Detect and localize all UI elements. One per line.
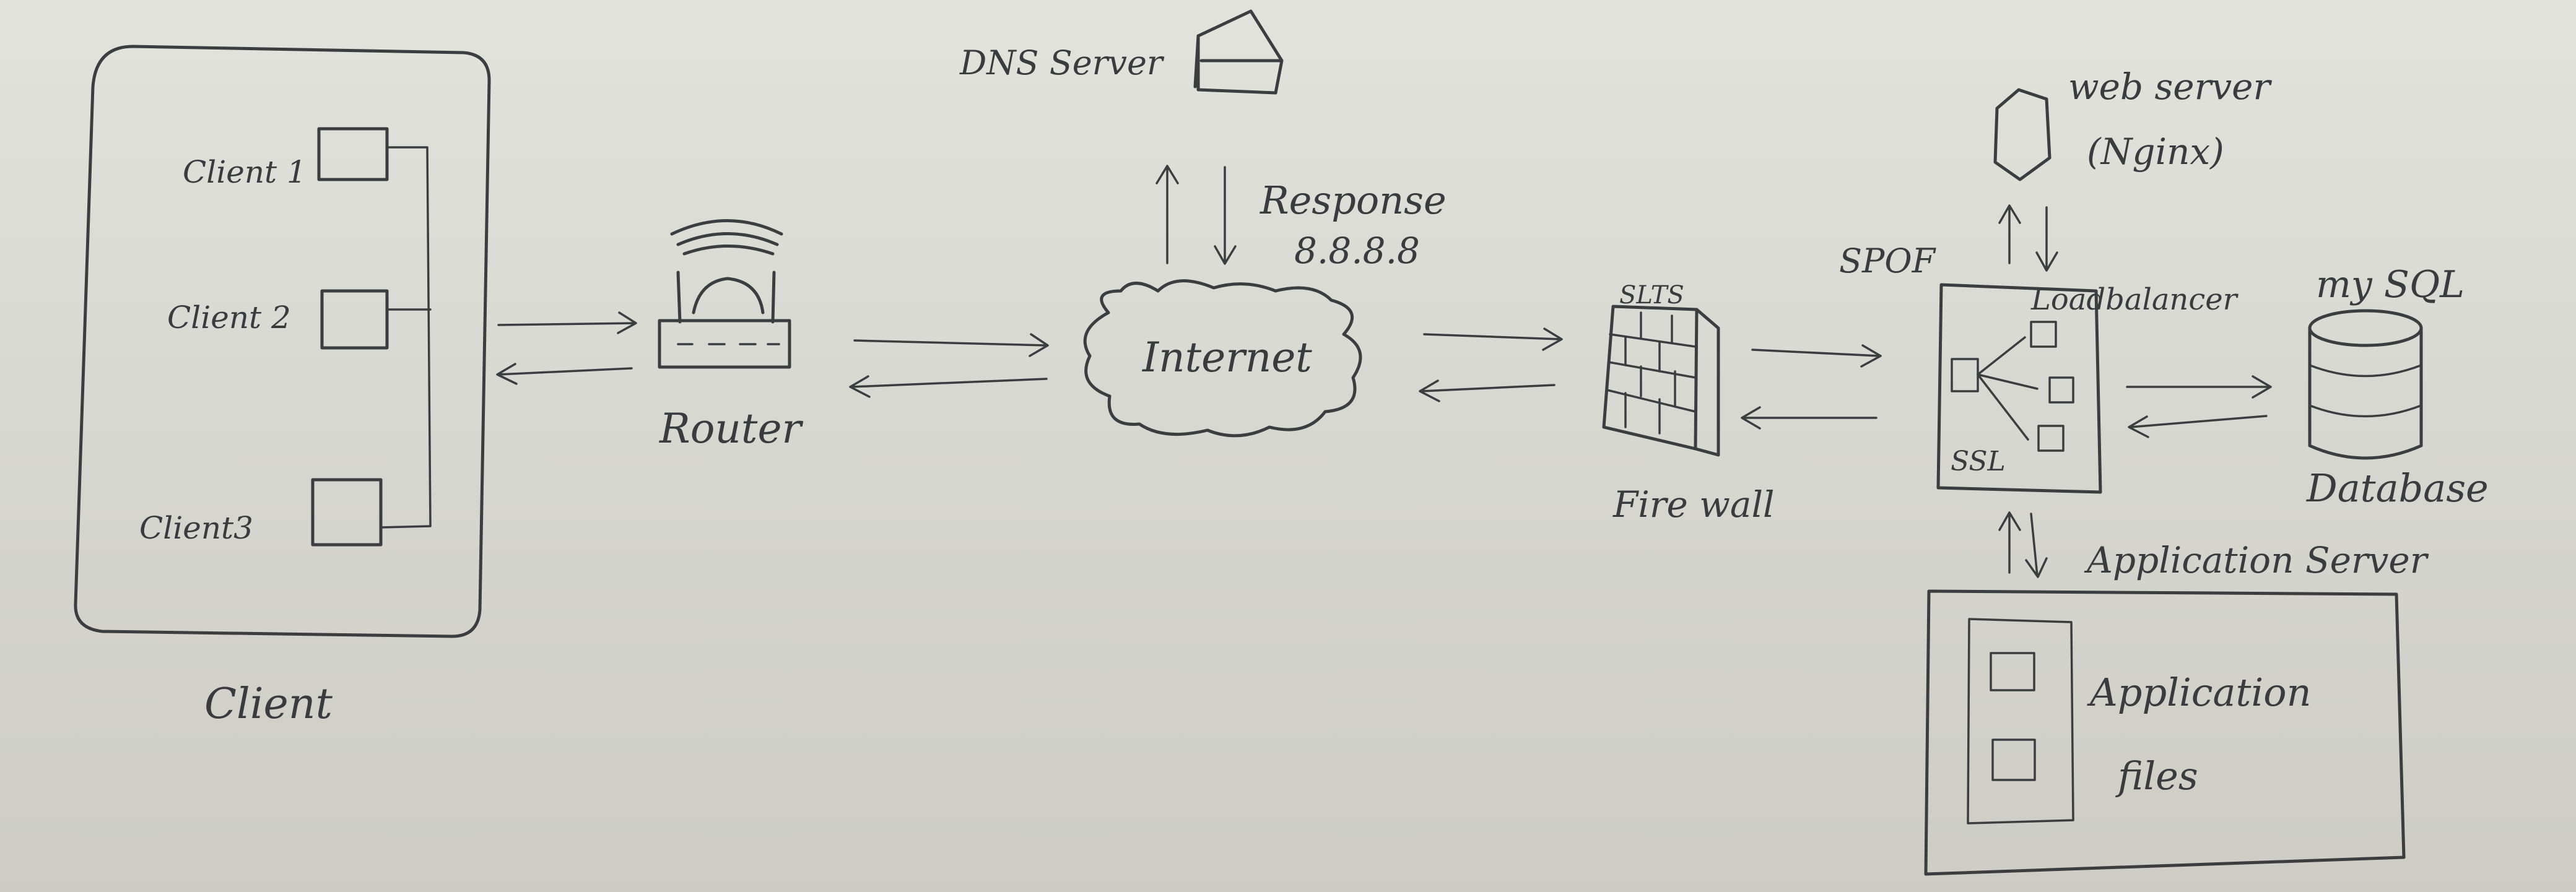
application-server: Application Server Application files (1924, 539, 2429, 876)
internet-firewall-arrows (1419, 327, 1563, 402)
cloud-icon (1083, 279, 1362, 438)
router-body-top (676, 271, 776, 324)
client-1-label: Client 1 (183, 154, 307, 190)
client-router-arrows (496, 311, 637, 385)
wifi-icon (670, 219, 783, 256)
router-internet-arrows (849, 333, 1049, 398)
dns-server-label: DNS Server (959, 43, 1165, 82)
client-group-box (74, 45, 491, 638)
web-server: web server (Nginx) (1993, 66, 2272, 181)
load-balancer-fanout-icon (1951, 321, 2074, 452)
firewall-top-mark: SLTS (1619, 281, 1684, 310)
database-label: Database (2306, 465, 2489, 511)
router-label: Router (659, 405, 804, 452)
server-box-icon (1193, 9, 1284, 95)
firewall-lb-arrows (1741, 344, 1882, 430)
application-files-line1: Application (2087, 670, 2312, 715)
dns-ip-address: 8.8.8.8 (1294, 230, 1420, 272)
load-balancer-label: Loadbalancer (2030, 282, 2239, 317)
client-1: Client 1 (183, 127, 389, 190)
database-cylinder-icon (2308, 309, 2423, 460)
dns-internet-arrows (1155, 165, 1237, 265)
internet-label: Internet (1142, 334, 1312, 381)
lb-database-arrows (2126, 375, 2272, 438)
client-3-label: Client3 (139, 510, 253, 546)
client-3: Client3 (139, 478, 383, 547)
dns-server: DNS Server (959, 9, 1284, 95)
load-balancer: SPOF Loadbalancer SSL (1839, 241, 2239, 494)
client-1-device-icon (317, 127, 389, 181)
router: Router (658, 219, 804, 452)
dns-response-label: Response (1260, 178, 1447, 223)
client-2: Client 2 (167, 289, 389, 350)
router-icon (658, 319, 791, 369)
lb-appserver-arrows (1998, 511, 2048, 578)
ssl-label: SSL (1951, 446, 2006, 477)
application-server-label: Application Server (2084, 539, 2429, 581)
file-icon-1 (1990, 652, 2035, 691)
database-top-label: my SQL (2316, 263, 2465, 306)
application-server-box (1924, 589, 2406, 876)
database: my SQL Database (2306, 263, 2489, 511)
load-balancer-box (1936, 283, 2102, 494)
spof-label: SPOF (1839, 241, 1937, 280)
client-group: Client 1 Client 2 Client3 Client (74, 45, 491, 729)
web-server-label: web server (2068, 66, 2272, 108)
firewall-label: Fire wall (1612, 483, 1775, 526)
application-files-group (1967, 618, 2074, 825)
application-files-line2: files (2115, 753, 2198, 799)
file-icon-2 (1991, 738, 2036, 781)
internet-cloud: Internet (1083, 279, 1362, 438)
client-3-device-icon (311, 478, 383, 547)
firewall: SLTS Fire wall (1602, 281, 1775, 526)
brick-wall-icon (1602, 305, 1720, 457)
client-wiring-bus (380, 146, 432, 529)
client-2-device-icon (320, 289, 389, 350)
webserver-lb-arrows (1998, 204, 2058, 272)
client-group-label: Client (204, 680, 333, 729)
web-server-sublabel: (Nginx) (2087, 131, 2224, 173)
hexagon-icon (1993, 88, 2052, 181)
client-2-label: Client 2 (167, 300, 291, 336)
